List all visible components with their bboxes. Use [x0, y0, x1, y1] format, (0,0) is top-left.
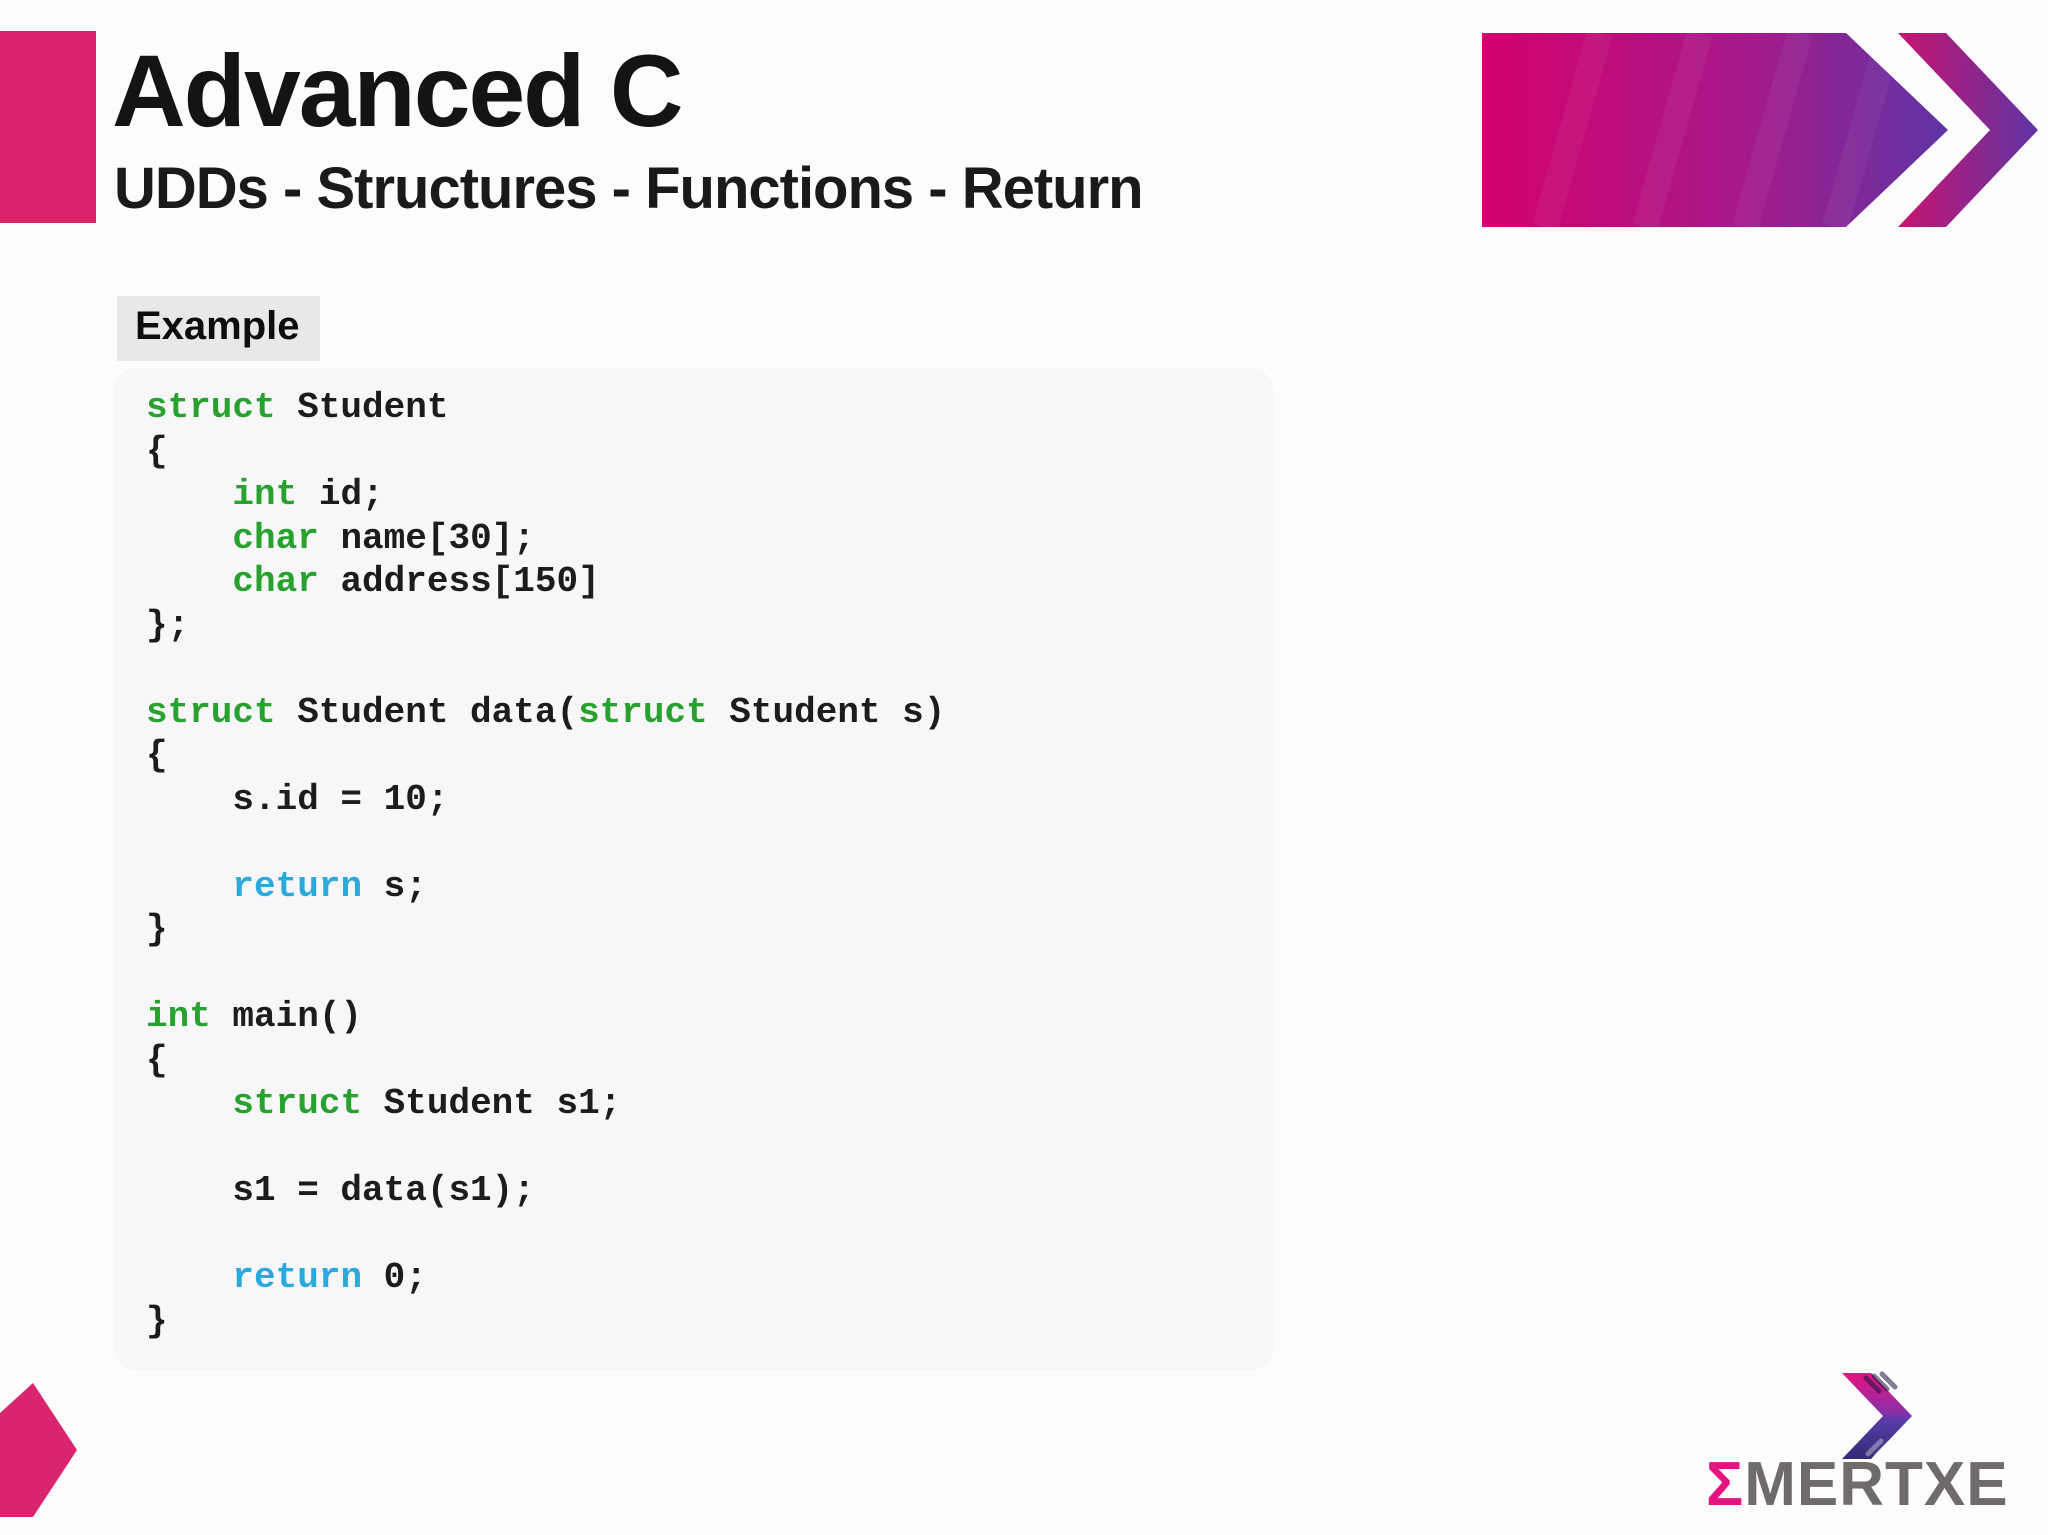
- code-line: s.id = 10;: [146, 778, 449, 820]
- logo-name: MERTXE: [1744, 1450, 2009, 1519]
- code-line: return s;: [232, 865, 427, 907]
- code-line: s1 = data(s1);: [146, 1170, 535, 1211]
- code-line: struct Student s1;: [232, 1083, 622, 1124]
- code-line: char name[30];: [232, 517, 535, 559]
- bottom-left-corner-accent: [0, 1383, 77, 1517]
- code-block: struct Student{ int id; char name[30]; c…: [113, 368, 1274, 1343]
- code-line: {: [146, 735, 168, 776]
- header-arrow-graphic: [1482, 29, 2038, 231]
- header-chevron-icon: [1898, 33, 2038, 227]
- code-line: struct Student data(struct Student s): [146, 691, 946, 733]
- title-accent-block: [0, 31, 96, 223]
- code-line: struct Student: [146, 387, 449, 428]
- code-line: };: [146, 604, 190, 646]
- code-line: int id;: [232, 474, 384, 515]
- emertxe-logo: ΣMERTXE: [1700, 1368, 2036, 1518]
- logo-wordmark: ΣMERTXE: [1706, 1454, 2009, 1516]
- code-line: [146, 647, 1274, 691]
- code-line: [146, 1213, 1274, 1257]
- code-line: }: [146, 1300, 168, 1342]
- code-line: }: [146, 909, 168, 950]
- code-line: {: [146, 430, 168, 472]
- code-panel: struct Student{ int id; char name[30]; c…: [113, 368, 1274, 1370]
- page-subtitle: UDDs - Structures - Functions - Return: [114, 156, 1144, 221]
- code-line: [146, 1126, 1274, 1170]
- code-line: [146, 821, 1274, 865]
- code-line: char address[150]: [232, 561, 600, 602]
- logo-emblem-icon: [1842, 1371, 1912, 1461]
- code-line: [146, 952, 1274, 996]
- code-line: return 0;: [232, 1257, 427, 1298]
- code-line: {: [146, 1039, 168, 1081]
- code-line: int main(): [146, 996, 363, 1037]
- logo-sigma: Σ: [1706, 1450, 1745, 1519]
- example-label: Example: [117, 296, 320, 361]
- page-title: Advanced C: [112, 34, 683, 148]
